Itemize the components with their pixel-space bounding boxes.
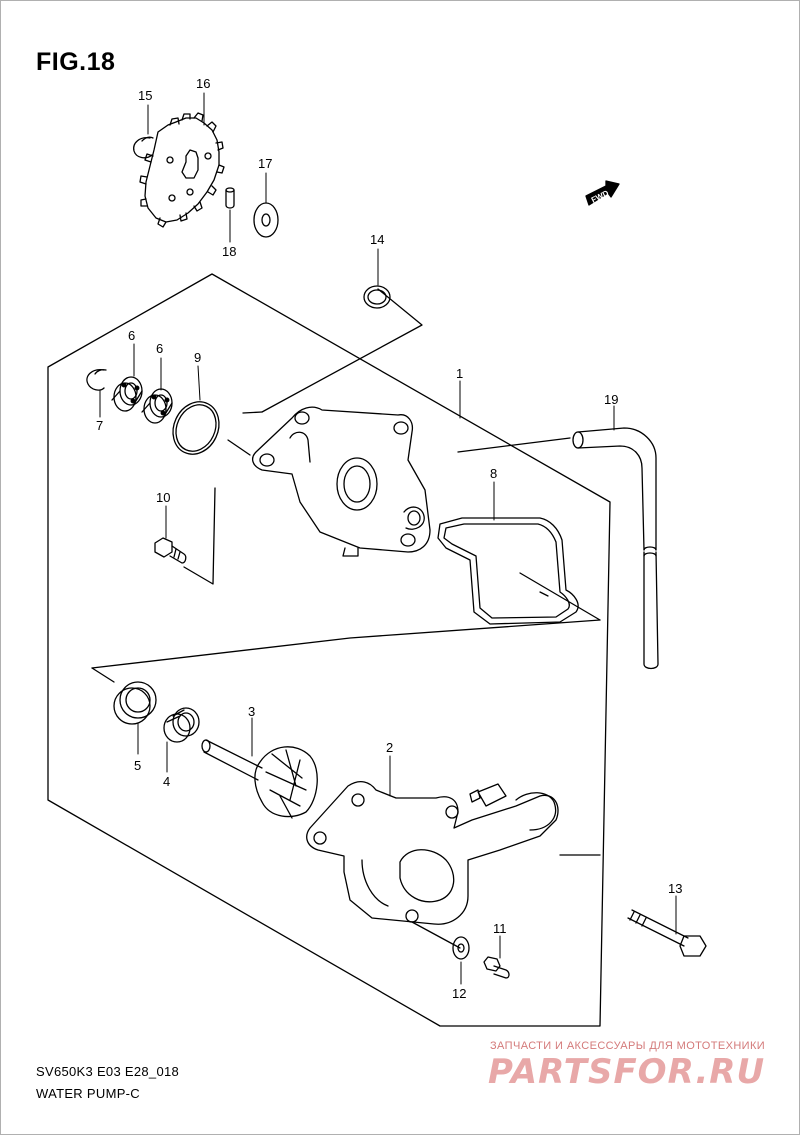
callout-6a: 6	[128, 328, 135, 343]
watermark-logo: PARTSFOR.RU	[488, 1052, 766, 1092]
leader-lines	[99, 92, 677, 985]
callout-4: 4	[163, 774, 170, 789]
part-6-bearing-b	[141, 388, 173, 424]
fwd-arrow	[585, 180, 620, 206]
part-7-circlip	[86, 369, 107, 391]
part-12-washer	[452, 936, 470, 960]
part-4-mechanical-seal	[163, 707, 200, 743]
part-14-o-ring	[363, 285, 391, 309]
callout-13: 13	[668, 881, 682, 896]
figure-name: WATER PUMP-C	[36, 1086, 140, 1101]
callout-2: 2	[386, 740, 393, 755]
callout-5: 5	[134, 758, 141, 773]
callout-15: 15	[138, 88, 152, 103]
part-9-o-ring	[172, 401, 220, 455]
callout-14: 14	[370, 232, 384, 247]
figure-title: FIG.18	[36, 48, 116, 76]
part-19-hose	[572, 427, 659, 670]
callout-10: 10	[156, 490, 170, 505]
part-1-pump-cover	[251, 406, 431, 557]
part-6-bearing-a	[111, 376, 143, 412]
part-11-bolt	[483, 956, 510, 979]
callout-1: 1	[456, 366, 463, 381]
assembly-outline	[47, 273, 611, 1027]
figure-code: SV650K3 E03 E28_018	[36, 1064, 180, 1079]
callout-12: 12	[452, 986, 466, 1001]
callout-9: 9	[194, 350, 201, 365]
callout-16: 16	[196, 76, 210, 91]
part-17-washer	[253, 202, 279, 238]
part-10-bolt	[154, 537, 187, 564]
watermark-subtitle: ЗАПЧАСТИ И АКСЕССУАРЫ ДЛЯ МОТОТЕХНИКИ	[490, 1040, 766, 1052]
part-2-pump-body	[306, 780, 559, 925]
callout-7: 7	[96, 418, 103, 433]
callout-6b: 6	[156, 341, 163, 356]
part-3-impeller-shaft	[201, 739, 318, 819]
callout-19: 19	[604, 392, 618, 407]
callout-8: 8	[490, 466, 497, 481]
callout-labels: 15 16 17 18 14 6 6 9 7 10 1 8 19 3 5 4 2…	[96, 76, 682, 1001]
callout-11: 11	[493, 921, 507, 936]
part-13-bolt	[627, 909, 707, 957]
callout-17: 17	[258, 156, 272, 171]
callout-3: 3	[248, 704, 255, 719]
part-5-oil-seal	[113, 681, 157, 725]
callout-18: 18	[222, 244, 236, 259]
part-16-sprocket	[139, 112, 225, 228]
part-8-gasket	[437, 517, 579, 625]
part-18-dowel-pin	[225, 187, 235, 209]
